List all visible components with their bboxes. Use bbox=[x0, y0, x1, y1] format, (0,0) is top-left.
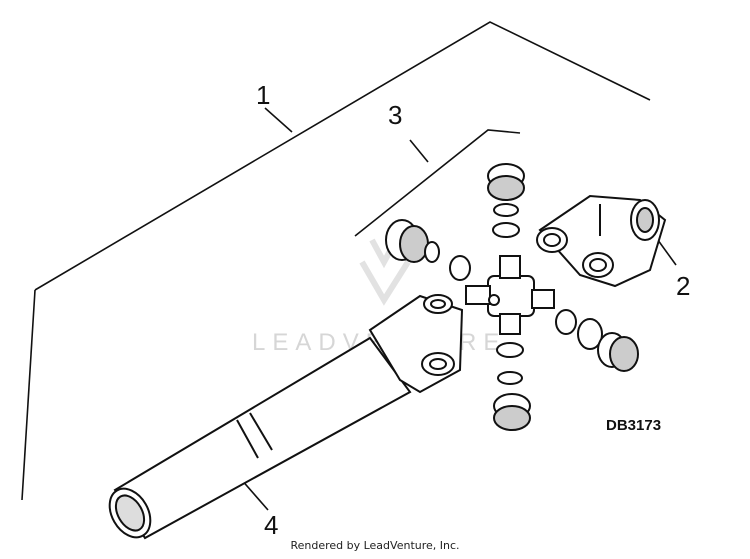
callout-4: 4 bbox=[264, 510, 278, 540]
bracket-3 bbox=[354, 129, 521, 237]
bearing-cup-right bbox=[555, 309, 639, 372]
bearing-cup-left bbox=[385, 219, 471, 281]
callout-1: 1 bbox=[256, 80, 270, 110]
drive-shaft-tube bbox=[108, 336, 412, 540]
bearing-cup-bottom bbox=[493, 342, 531, 431]
callout-2: 2 bbox=[676, 271, 690, 301]
callout-3: 3 bbox=[388, 100, 402, 130]
footer-credit: Rendered by LeadVenture, Inc. bbox=[290, 539, 460, 552]
diagram-code: DB3173 bbox=[606, 417, 661, 434]
cross-spider bbox=[465, 255, 555, 335]
shaft-yoke bbox=[368, 294, 464, 394]
slip-yoke bbox=[536, 194, 667, 288]
bracket-1 bbox=[21, 21, 651, 501]
bearing-cup-top bbox=[487, 163, 525, 238]
